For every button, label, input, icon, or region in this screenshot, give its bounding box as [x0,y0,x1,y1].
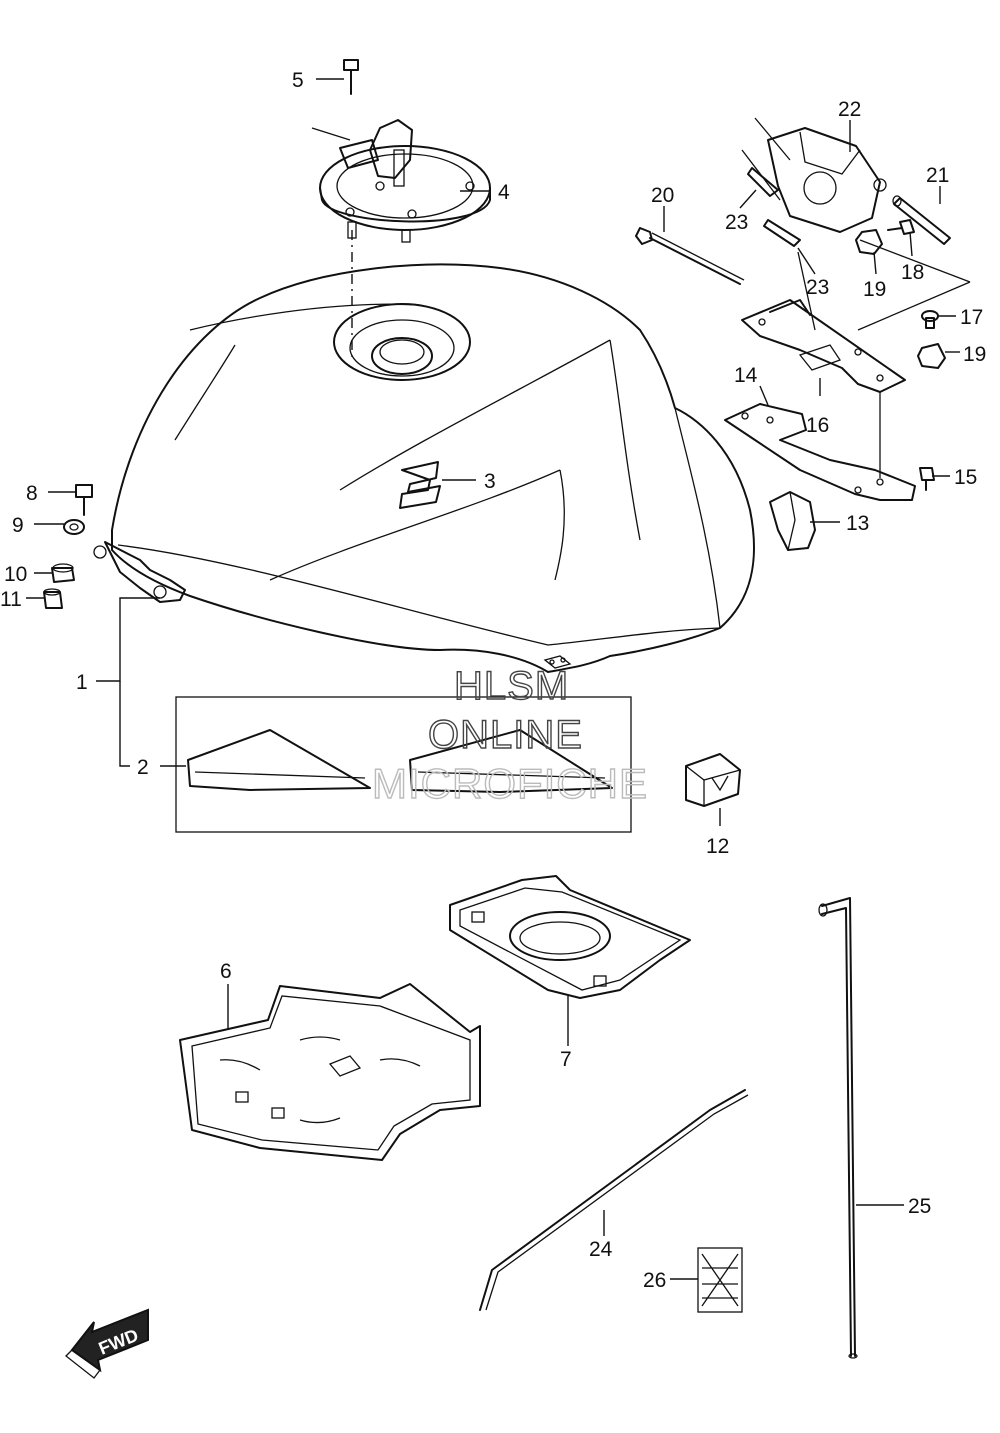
fuel-tank [93,263,756,673]
bracket-14 [724,403,916,501]
callout-13: 13 [846,512,869,535]
callout-18: 18 [901,261,924,284]
pad-set-box [175,696,632,833]
callout-14: 14 [734,364,758,387]
bolt-8 [75,484,93,516]
callout-labels: 1 2 3 4 5 6 7 8 9 10 11 12 13 14 15 16 1… [0,69,986,1292]
emblem-3 [399,461,441,509]
bolt-18 [887,219,915,235]
watermark: HLSM ONLINE MICROFICHE [371,663,648,807]
callout-16: 16 [806,414,829,437]
callout-12: 12 [706,835,729,858]
callout-2: 2 [137,756,149,779]
callout-20: 20 [651,184,674,207]
callout-6: 6 [220,960,232,983]
callout-23-upper: 23 [725,211,748,234]
callout-1: 1 [76,671,88,694]
callout-4: 4 [498,181,510,204]
watermark-line-2: ONLINE [428,713,583,757]
heat-shield-6 [179,983,481,1161]
watermark-line-3: MICROFICHE [372,760,648,807]
callout-3: 3 [484,470,496,493]
nut-19-upper [855,229,883,255]
bracket-22 [741,117,887,247]
collar-11 [43,588,63,609]
callout-22: 22 [838,98,861,121]
callout-9: 9 [12,514,24,537]
hose-25 [818,897,858,1359]
callout-23-lower: 23 [806,276,829,299]
callout-5: 5 [292,69,304,92]
label-26 [697,1247,743,1313]
callout-15: 15 [954,466,977,489]
tank-pad-right [409,729,613,793]
watermark-line-1: HLSM [454,664,569,708]
callout-7: 7 [560,1048,572,1071]
callout-10: 10 [4,563,27,586]
washer-9 [63,519,85,535]
nut-19-lower [917,343,946,369]
fwd-direction-badge: FWD [65,1308,149,1379]
hose-24 [479,1089,749,1311]
callout-21: 21 [926,164,949,187]
callout-24: 24 [589,1238,613,1261]
bolt-5 [343,59,359,95]
callout-26: 26 [643,1269,666,1292]
callout-19-upper: 19 [863,278,886,301]
leader-lines [26,78,960,1280]
bracket-16 [741,299,906,393]
bolt-20 [635,227,745,285]
callout-8: 8 [26,482,38,505]
plate-7 [449,875,691,999]
cushion-13 [769,491,816,551]
callout-11: 11 [0,588,22,611]
cushion-10 [51,563,75,583]
callout-17: 17 [960,306,983,329]
cushion-12 [685,753,741,807]
callout-25: 25 [908,1195,931,1218]
pipe-21 [892,195,951,245]
bolt-15 [919,467,935,491]
callout-19-lower: 19 [963,343,986,366]
fuel-cap [311,119,491,243]
tank-pad-left [187,729,371,791]
bolt-17 [921,310,939,329]
